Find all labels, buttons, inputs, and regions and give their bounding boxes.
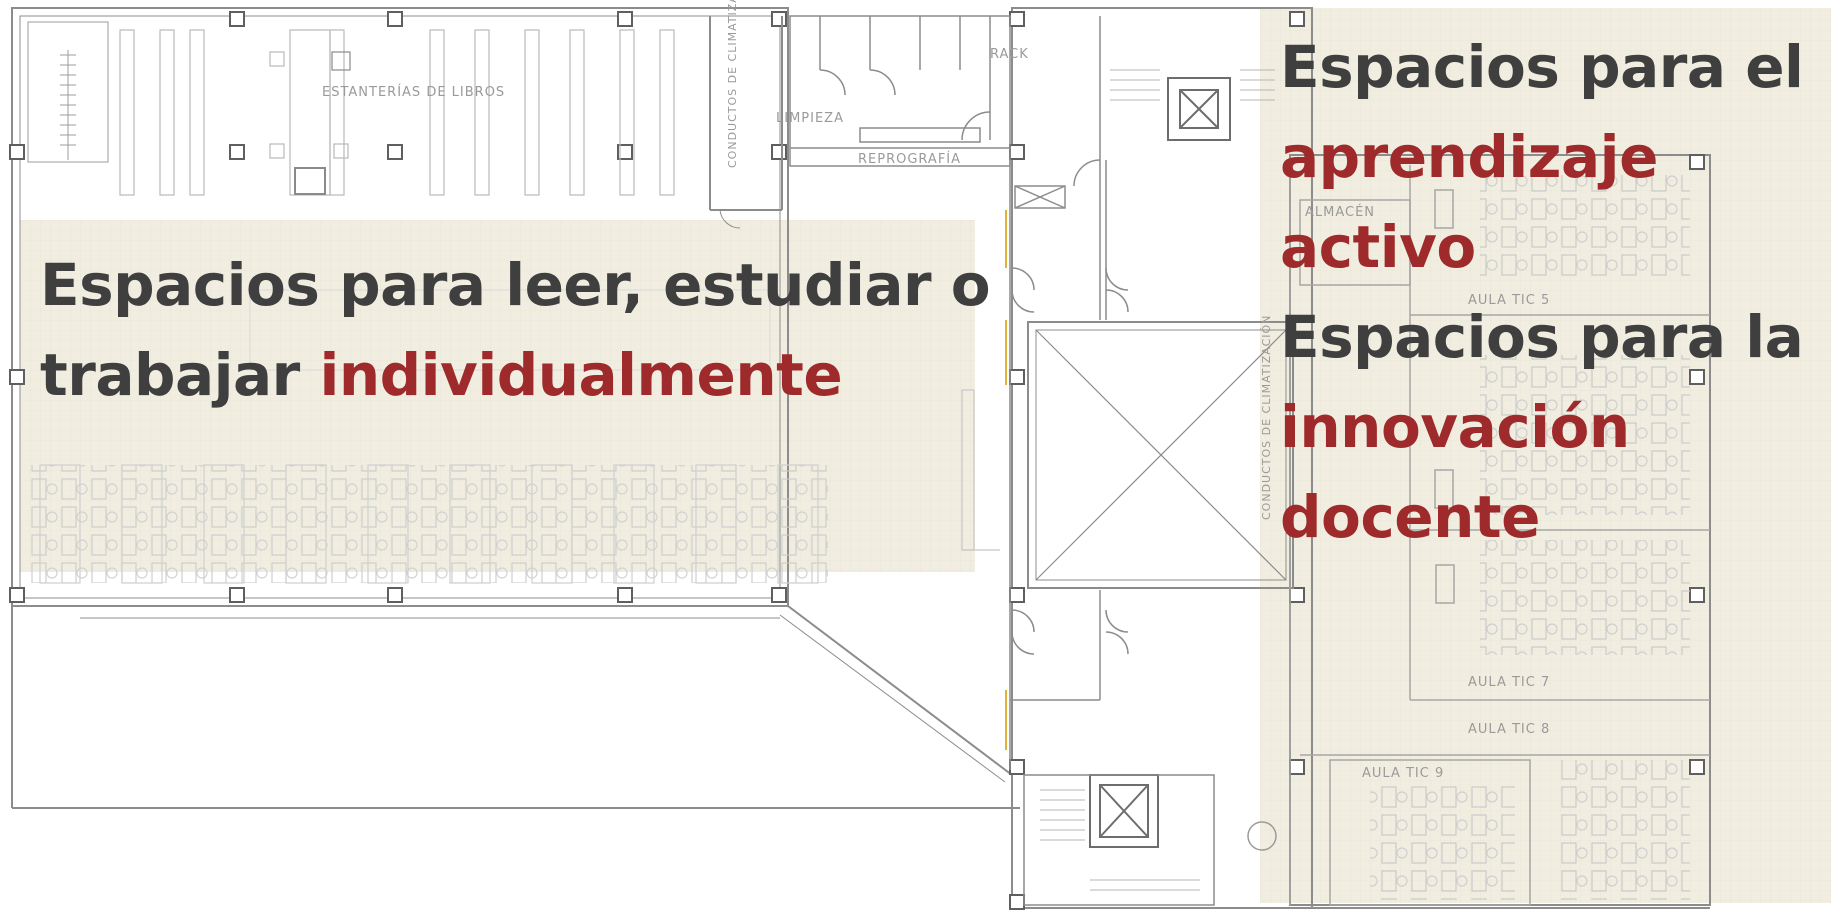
heading-left-accent: individualmente (319, 341, 843, 409)
heading-right-line1: Espacios para el (1280, 33, 1804, 101)
classroom-desks (1370, 175, 1690, 900)
heading-individual-spaces: Espacios para leer, estudiar o trabajar … (40, 240, 1000, 420)
heading-right-line6: docente (1280, 483, 1540, 551)
heading-left-line2-dark: trabajar (40, 341, 320, 409)
room-label-ducts-top: CONDUCTOS DE CLIMATIZACIÓN (726, 0, 739, 168)
room-label-aula5: AULA TIC 5 (1468, 293, 1550, 308)
heading-left-line1: Espacios para leer, estudiar o (40, 251, 991, 319)
heading-right-line3: activo (1280, 213, 1476, 281)
room-label-ducts-center: CONDUCTOS DE CLIMATIZACIÓN (1260, 315, 1273, 520)
room-label-aula7: AULA TIC 7 (1468, 675, 1550, 690)
room-label-reprography: REPROGRAFÍA (858, 151, 961, 167)
heading-left-line2: trabajar individualmente (40, 330, 1000, 420)
heading-right-line2: aprendizaje (1280, 123, 1658, 191)
room-label-rack: RACK (990, 47, 1029, 62)
room-label-aula9: AULA TIC 9 (1362, 766, 1444, 781)
heading-right-line5: innovación (1280, 393, 1630, 461)
heading-active-learning-spaces: Espacios para el aprendizaje activo Espa… (1280, 22, 1831, 562)
room-label-cleaning: LIMPIEZA (776, 111, 844, 126)
room-label-aula8: AULA TIC 8 (1468, 722, 1550, 737)
heading-right-line4: Espacios para la (1280, 303, 1804, 371)
room-label-bookshelves: ESTANTERÍAS DE LIBROS (322, 84, 505, 100)
room-label-storage: ALMACÉN (1305, 204, 1375, 220)
